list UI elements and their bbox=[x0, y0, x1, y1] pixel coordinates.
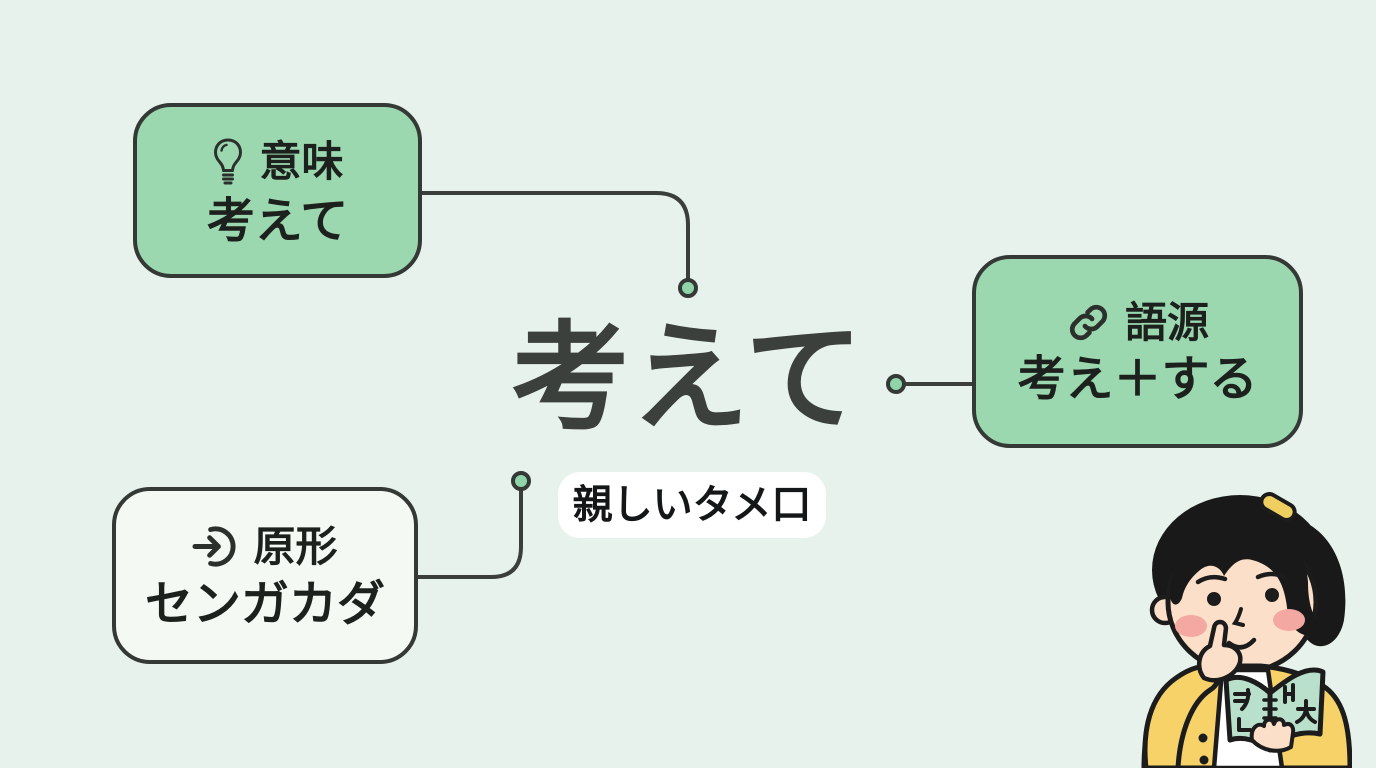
base-form-node-value: センガカダ bbox=[144, 576, 385, 632]
meaning-node-label: 意味 bbox=[259, 136, 344, 186]
base-form-node-heading: 原形 bbox=[192, 521, 338, 571]
student-character-illustration bbox=[1141, 492, 1352, 768]
button-top bbox=[1198, 733, 1208, 743]
etymology-node: 語源 考え＋する bbox=[972, 255, 1303, 448]
scrunchie bbox=[1259, 492, 1297, 522]
etymology-node-label: 語源 bbox=[1124, 297, 1209, 347]
meaning-node-heading: 意味 bbox=[211, 136, 344, 187]
base-form-node: 原形 センガカダ bbox=[112, 487, 418, 664]
base-form-node-label: 原形 bbox=[253, 521, 338, 571]
meaning-node-value: 考えて bbox=[206, 192, 349, 249]
link-icon bbox=[1066, 300, 1111, 345]
blush-right bbox=[1273, 609, 1305, 631]
eye-left bbox=[1207, 592, 1221, 606]
wire-dot-etymology bbox=[886, 374, 906, 394]
book-glyphs bbox=[1233, 683, 1317, 732]
fringe bbox=[1170, 519, 1324, 636]
wire-dot-meaning bbox=[678, 278, 698, 298]
etymology-node-value: 考え＋する bbox=[1017, 351, 1258, 407]
arrow-right-circle-icon bbox=[192, 523, 239, 570]
wire-baseform bbox=[415, 489, 523, 579]
wire-dot-baseform bbox=[511, 471, 531, 491]
meaning-node: 意味 考えて bbox=[133, 103, 422, 278]
button-bottom bbox=[1199, 755, 1209, 765]
headword: 考えて bbox=[510, 309, 866, 447]
blush-left bbox=[1175, 615, 1207, 637]
eye-right bbox=[1265, 588, 1279, 602]
eyebrows bbox=[1195, 571, 1288, 585]
wire-meaning bbox=[420, 191, 690, 280]
etymology-node-heading: 語源 bbox=[1066, 300, 1209, 345]
lightbulb-icon bbox=[211, 137, 245, 187]
nose bbox=[1231, 607, 1245, 627]
register-tag-pill: 親しいタメ口 bbox=[558, 472, 826, 538]
holding-hand bbox=[1249, 717, 1296, 753]
pointing-hand bbox=[1196, 619, 1243, 683]
